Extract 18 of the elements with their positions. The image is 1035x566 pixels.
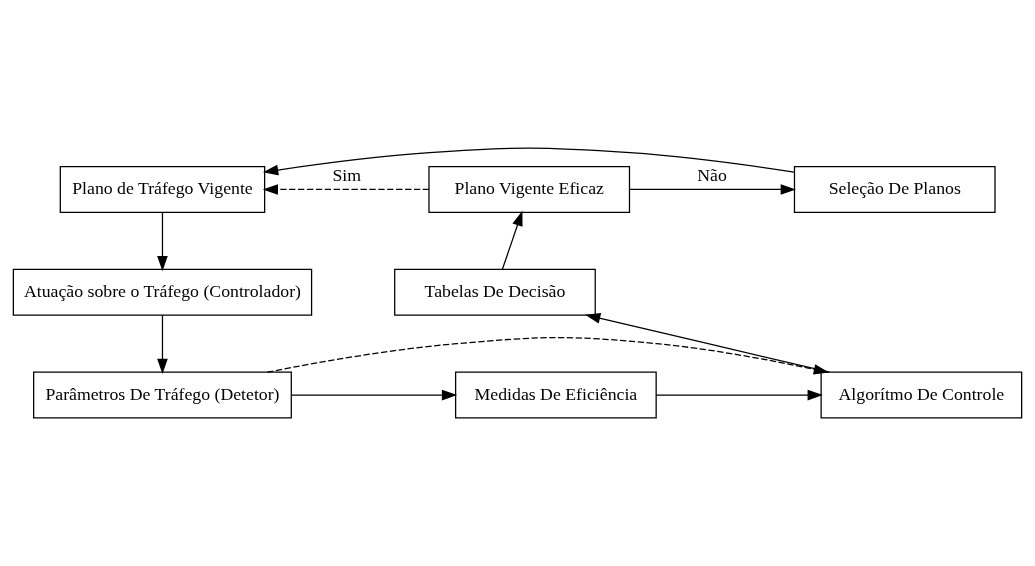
arrow	[157, 211, 168, 272]
node-box: Tabelas De Decisão	[394, 268, 596, 316]
node-box: Seleção De Planos	[793, 166, 996, 213]
arrow	[290, 389, 458, 401]
arrow	[501, 210, 523, 270]
arrow	[655, 389, 823, 401]
node-box: Medidas De Eficiência	[455, 371, 657, 419]
arrow	[628, 184, 796, 195]
arrow	[262, 184, 430, 195]
node-box: Atuação sobre o Tráfego (Controlador)	[12, 268, 313, 316]
node-box: Plano Vigente Eficaz	[428, 166, 631, 213]
arrow	[263, 147, 795, 176]
edge-label: Sim	[332, 164, 362, 185]
node-box: Parâmetros De Tráfego (Detetor)	[33, 371, 292, 419]
edge-label: Não	[697, 164, 727, 185]
node-box: Plano de Tráfego Vigente	[59, 166, 266, 213]
node-box: Algorítmo De Controle	[820, 371, 1023, 419]
arrow	[157, 314, 168, 375]
